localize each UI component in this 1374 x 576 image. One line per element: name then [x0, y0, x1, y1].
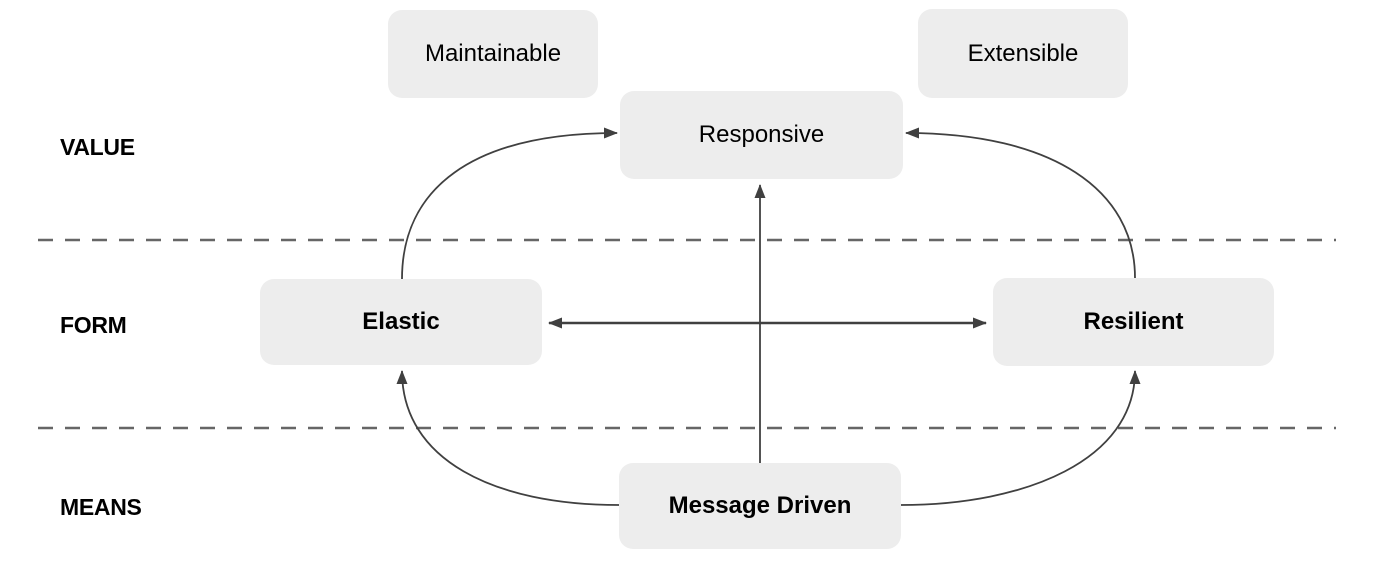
- row-label-form: FORM: [60, 312, 127, 338]
- node-resilient-label: Resilient: [1083, 308, 1184, 335]
- node-resilient: Resilient: [993, 278, 1274, 366]
- edge-elastic-responsive: [401, 127, 618, 280]
- node-maintainable: Maintainable: [388, 10, 598, 98]
- edge-message-driven-resilient: [900, 370, 1141, 506]
- node-maintainable-label: Maintainable: [424, 40, 562, 67]
- edge-message-driven-elastic: [396, 370, 620, 506]
- node-message-driven: Message Driven: [619, 463, 901, 549]
- edge-resilient-responsive: [905, 127, 1136, 279]
- row-label-means: MEANS: [60, 494, 142, 520]
- node-responsive-label: Responsive: [698, 121, 825, 148]
- node-responsive: Responsive: [620, 91, 903, 179]
- node-message-driven-label: Message Driven: [668, 492, 852, 519]
- node-extensible-label: Extensible: [967, 39, 1079, 67]
- row-label-value: VALUE: [60, 134, 135, 160]
- node-elastic-label: Elastic: [362, 308, 440, 335]
- node-extensible: Extensible: [918, 9, 1128, 98]
- node-elastic: Elastic: [260, 279, 542, 365]
